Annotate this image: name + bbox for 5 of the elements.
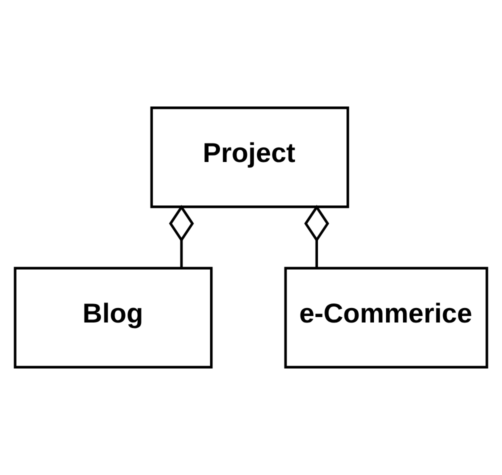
node-box: e-Commerice — [284, 266, 488, 368]
node-box: Blog — [14, 266, 213, 368]
node-box: Project — [150, 106, 350, 208]
connector — [304, 204, 330, 268]
connector — [169, 204, 194, 268]
